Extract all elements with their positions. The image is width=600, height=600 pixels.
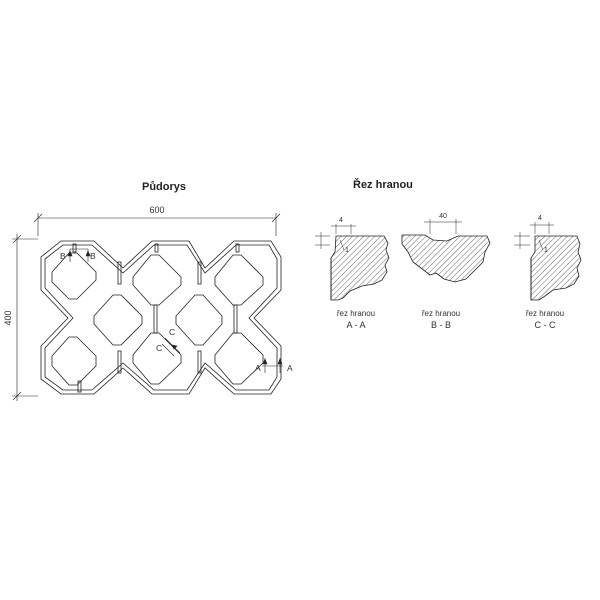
section-c-c-chamfer: 1	[544, 247, 548, 254]
spacer-2	[117, 261, 122, 285]
spacer-10	[72, 243, 77, 253]
plan-title: Půdorys	[142, 181, 187, 193]
section-a-a-caption: řez hranou	[337, 309, 375, 318]
section-a-a	[315, 224, 390, 301]
marker-b-left: B	[60, 251, 66, 261]
hollow-1	[51, 252, 97, 300]
section-a-a-chamfer: 1	[345, 247, 349, 254]
marker-b	[67, 248, 91, 262]
hollow-8	[214, 332, 264, 385]
section-title: Řez hranou	[353, 179, 413, 191]
paver-outline-inner	[44, 244, 278, 391]
marker-a-right: A	[287, 363, 293, 373]
marker-c-top: C	[169, 327, 175, 337]
hollow-7	[132, 332, 182, 385]
spacer-9	[154, 243, 159, 253]
section-b-b-dim: 40	[439, 213, 447, 220]
spacer-1	[77, 380, 82, 393]
width-dimension-label: 600	[149, 205, 164, 215]
marker-a	[262, 358, 283, 373]
paver-outline	[40, 240, 282, 395]
section-a-a-dim: 4	[339, 217, 343, 224]
plan-drawing	[40, 240, 282, 395]
hollow-3	[214, 254, 264, 306]
hollow-5	[175, 294, 223, 346]
marker-a-left: A	[255, 363, 261, 373]
dimension-width	[33, 213, 281, 236]
section-c-c	[514, 222, 582, 301]
spacer-7	[233, 304, 238, 334]
spacer-3	[117, 350, 122, 374]
section-c-c-profile	[530, 235, 582, 301]
dimension-height	[12, 234, 38, 401]
marker-c	[161, 337, 181, 357]
section-c-c-caption: řez hranou	[526, 309, 564, 318]
spacer-8	[235, 243, 240, 253]
spacer-4	[153, 304, 158, 334]
marker-b-right: B	[90, 251, 96, 261]
section-b-b	[401, 219, 491, 283]
spacer-5	[197, 261, 202, 285]
height-dimension-label: 400	[3, 310, 13, 325]
section-c-c-name: C - C	[535, 320, 556, 330]
section-c-c-dim: 4	[538, 215, 542, 222]
hollow-6	[51, 336, 97, 386]
section-b-b-caption: řez hranou	[422, 309, 460, 318]
section-a-a-profile	[330, 235, 390, 301]
section-b-b-profile	[401, 234, 491, 283]
section-a-a-name: A - A	[346, 320, 365, 330]
section-b-b-name: B - B	[431, 320, 451, 330]
hollow-4	[93, 294, 143, 346]
marker-c-bottom: C	[156, 343, 162, 353]
spacer-6	[197, 350, 202, 374]
hollow-2	[132, 254, 182, 306]
